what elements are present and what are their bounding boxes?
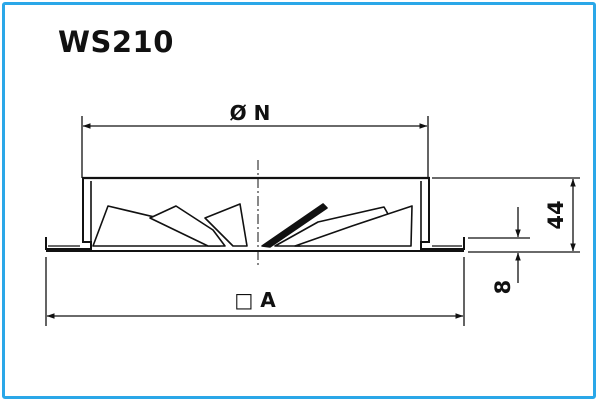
diameter-dimension: Ø N xyxy=(81,101,429,178)
diagram-frame xyxy=(2,2,596,399)
blade-left-3 xyxy=(204,203,248,247)
diameter-label: Ø N xyxy=(230,101,271,125)
square-label: □ A xyxy=(234,288,276,312)
grille-right-flange xyxy=(420,237,465,250)
blade-center xyxy=(261,203,328,248)
square-dimension: □ A xyxy=(45,257,465,326)
grille-blades xyxy=(92,203,413,248)
height-total-label: 44 xyxy=(544,200,568,229)
grille-body xyxy=(45,160,465,266)
flange-height-label: 8 xyxy=(491,280,515,295)
blade-left-2 xyxy=(149,205,226,247)
height-dimensions xyxy=(432,177,580,283)
grille-left-flange xyxy=(45,237,92,250)
blade-right-2 xyxy=(294,205,413,247)
product-code-title: WS210 xyxy=(58,25,174,59)
